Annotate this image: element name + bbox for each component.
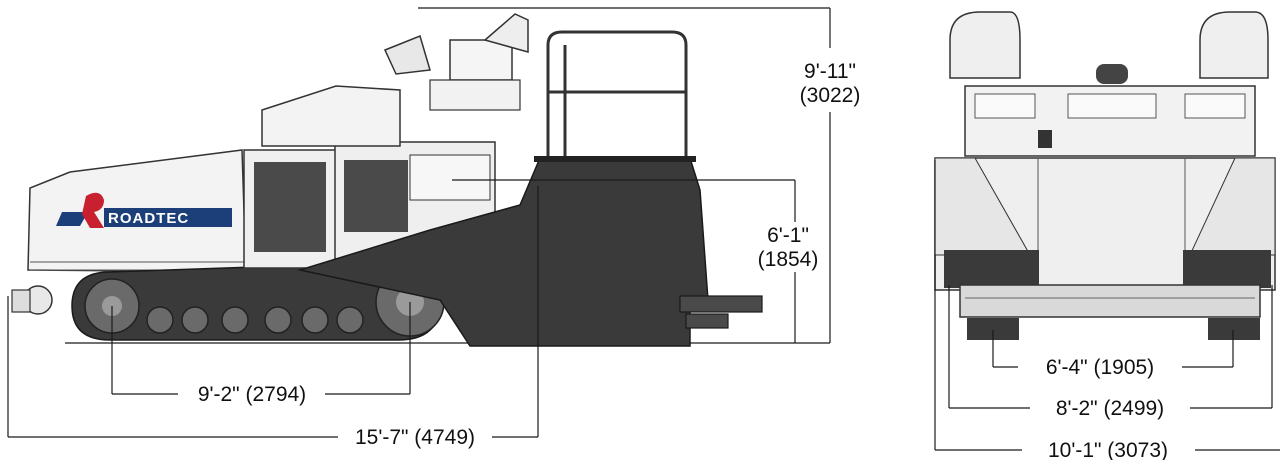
side-dimension-lines [7, 7, 831, 438]
deck-height-metric: (1854) [758, 248, 819, 271]
deck-height-imperial: 6'-1" [767, 224, 809, 247]
screed [959, 284, 1261, 318]
overall-height-metric: (3022) [800, 84, 861, 107]
body-width-label: 8'-2" (2499) [1056, 397, 1164, 420]
track-length-label: 9'-2" (2794) [198, 383, 306, 406]
side-view-drawing: ROADTEC [11, 13, 830, 347]
rear-body [297, 157, 709, 347]
overall-height-imperial: 9'-11" [804, 60, 856, 83]
roadtec-logo: ROADTEC [56, 192, 232, 228]
right-track [1208, 318, 1260, 340]
rear-dimension-labels: 6'-4" (1905) 8'-2" (2499) 10'-1" (3073) [1046, 356, 1168, 460]
left-track [967, 318, 1019, 340]
handrail [546, 30, 688, 160]
overall-width-label: 10'-1" (3073) [1048, 439, 1168, 460]
rear-view-drawing [934, 11, 1276, 340]
left-seat [949, 11, 1021, 79]
operator-seat [449, 39, 513, 81]
logo-text: ROADTEC [108, 210, 189, 227]
track-gauge-label: 6'-4" (1905) [1046, 356, 1154, 379]
rear-dimension-lines [934, 160, 1280, 451]
overall-length-label: 15'-7" (4749) [355, 426, 475, 449]
right-seat [1199, 11, 1269, 79]
side-dimension-labels: 9'-11" (3022) 6'-1" (1854) 9'-2" (2794) … [198, 60, 861, 449]
